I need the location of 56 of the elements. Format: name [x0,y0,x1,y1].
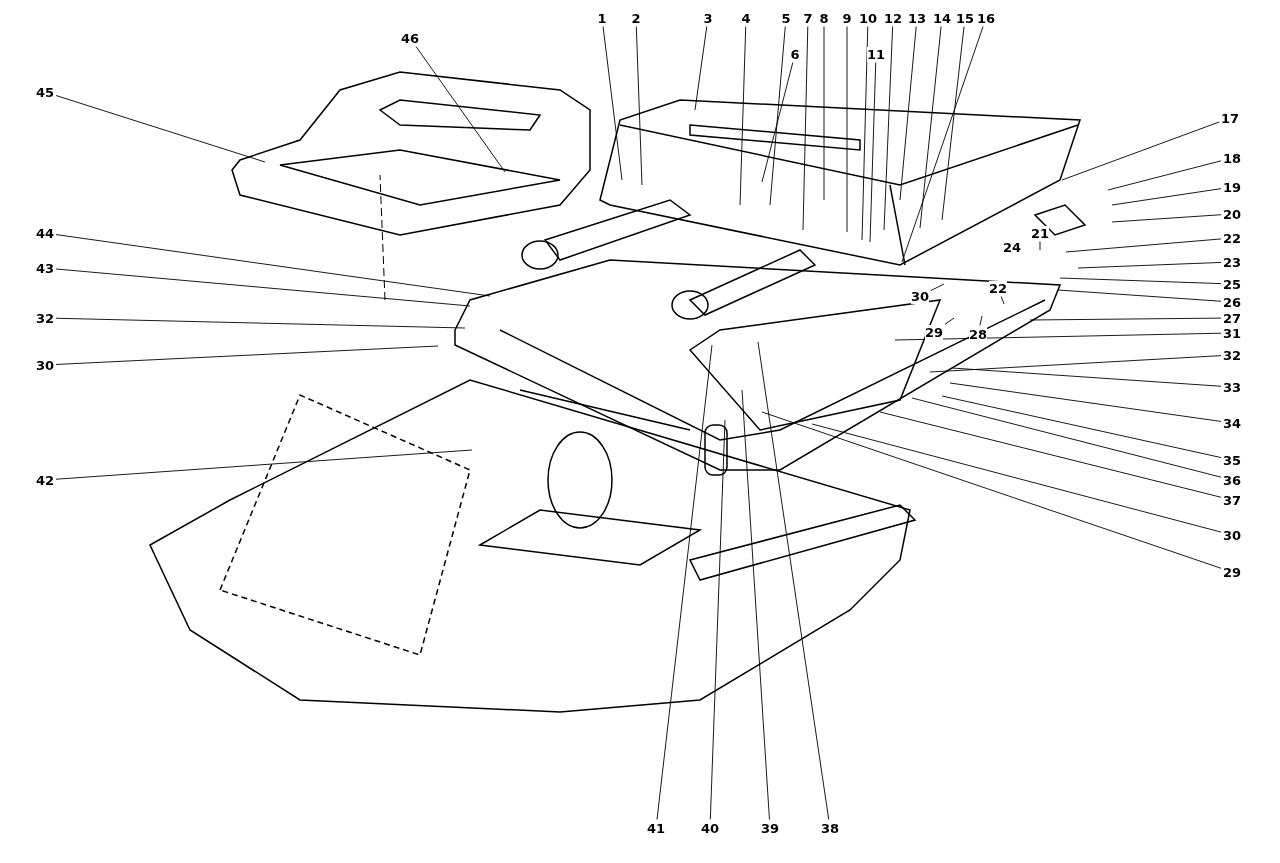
leader-line [894,332,1222,341]
leader-line [602,26,623,181]
leader-line [811,423,1222,533]
leader-line [1065,238,1222,253]
leader-line [55,95,266,163]
leader-line [1061,121,1220,181]
callout-number: 11 [867,46,886,62]
leader-line [823,26,825,201]
leader-line [761,62,794,183]
leader-line [55,449,473,480]
leader-line [869,62,877,243]
leader-line [883,26,894,231]
leader-line [761,411,1222,569]
leader-line [846,26,848,233]
leader-line [1111,188,1222,206]
leader-line [656,344,713,820]
leader-line [769,26,786,206]
leader-line [941,395,1222,458]
leader-line [635,26,643,186]
leader-line [55,345,439,365]
callout-number: 22 [989,280,1008,296]
leader-line [919,26,942,229]
leader-line [802,26,809,231]
leader-line [1039,241,1041,251]
leader-line [55,317,466,329]
leader-line [901,26,984,263]
leader-line [415,46,506,173]
leader-line [911,397,1222,478]
leader-line [930,283,945,291]
leader-line [979,315,983,326]
leader-line [929,355,1222,373]
leader-line [1000,296,1005,305]
leader-line [951,367,1222,387]
leader-line [1107,160,1222,191]
leader-line [1111,214,1222,223]
callout-number: 29 [925,324,944,340]
leader-line [757,341,830,820]
leader-line [55,234,491,297]
leader-line [899,26,917,201]
leader-line [709,419,726,820]
leader-line [944,317,955,325]
leader-line [1077,262,1222,269]
leader-line [1059,277,1222,285]
leader-line [1029,317,1222,321]
leader-line [739,26,747,206]
leader-line [861,26,869,241]
leader-line [694,26,708,111]
leader-line [879,411,1222,498]
callout-number: 28 [969,326,988,342]
leader-line [941,26,965,221]
part-number: 24 [1003,239,1022,255]
leader-line [741,389,770,820]
leader-line [55,268,471,307]
callout-number: 21 [1031,225,1050,241]
leader-line [1057,289,1222,302]
leader-line [949,382,1222,422]
